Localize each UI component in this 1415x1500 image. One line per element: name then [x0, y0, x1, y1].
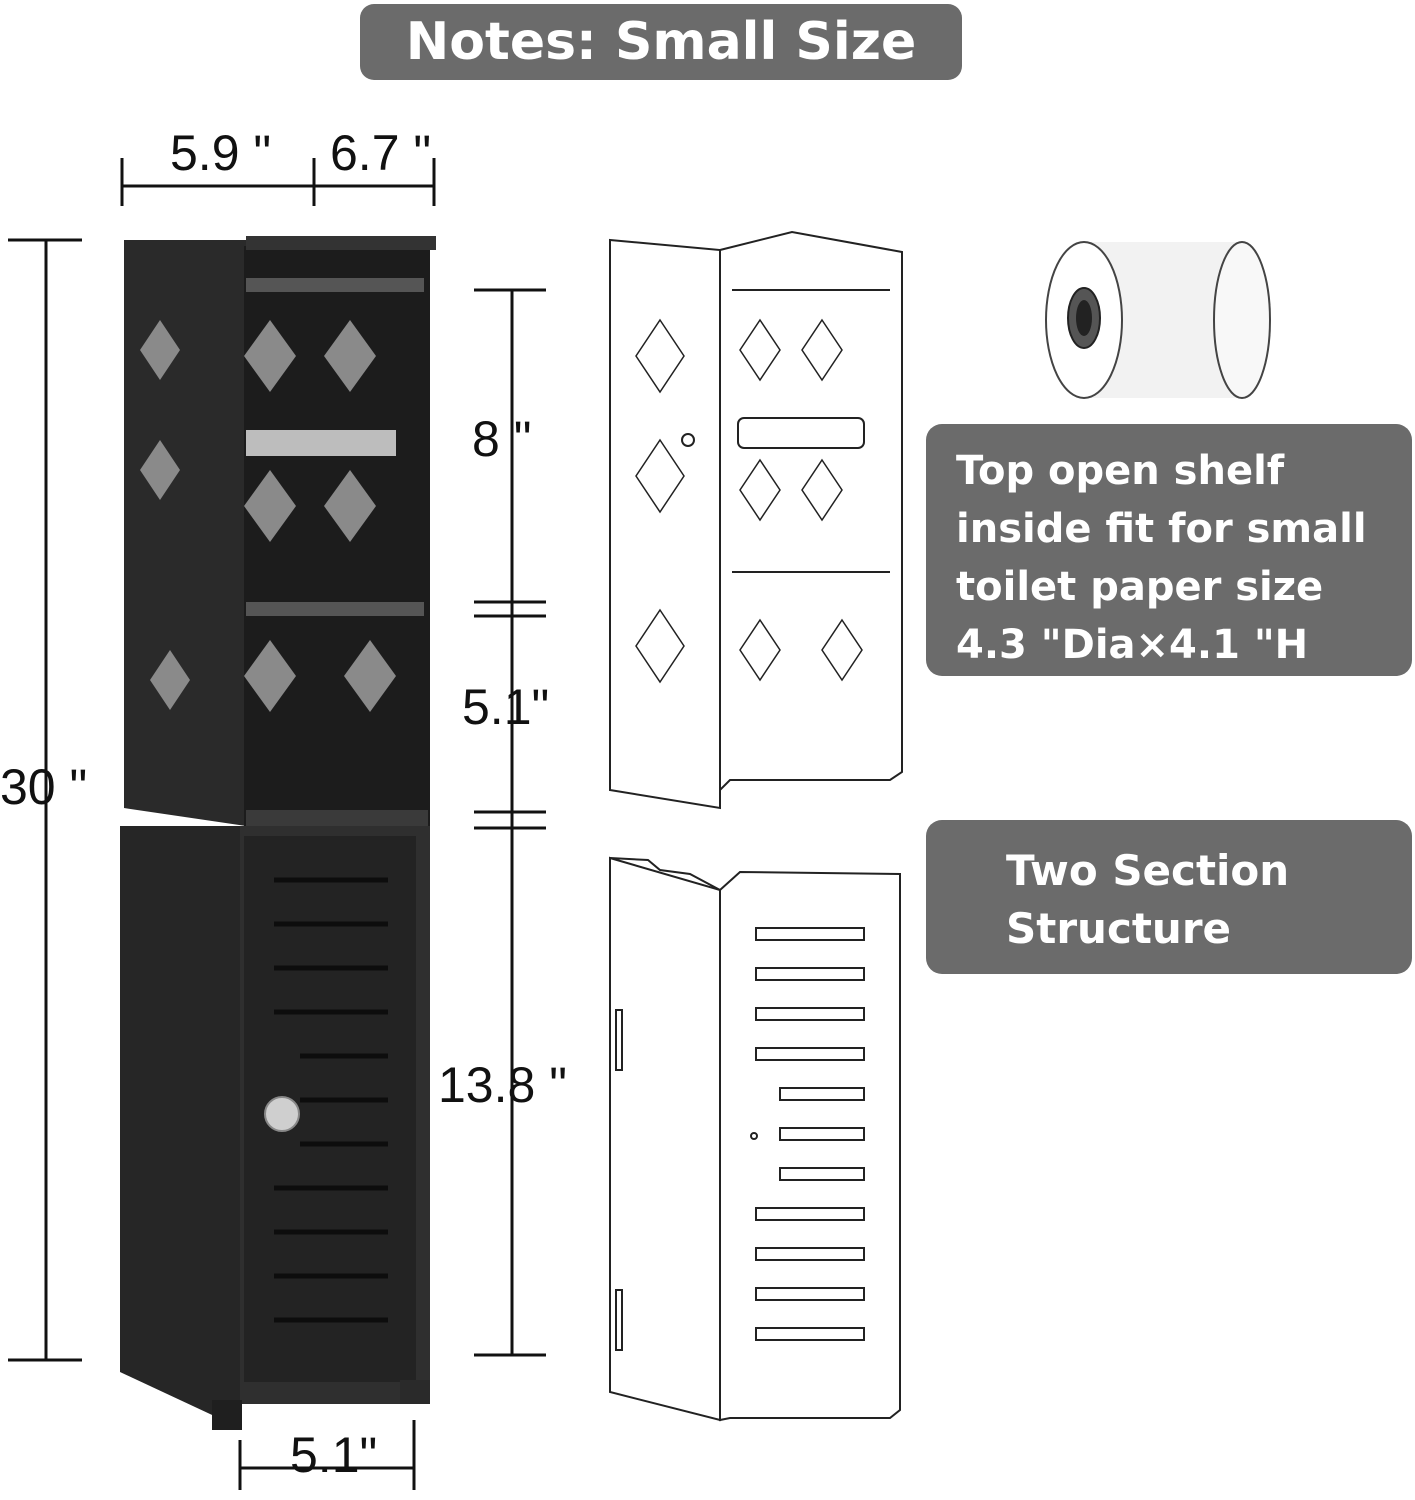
shelf-note-line: toilet paper size [956, 564, 1324, 610]
depth-label: 5.9 " [170, 125, 272, 181]
shelf-note-line: Top open shelf [956, 448, 1285, 494]
cabinet-photo [120, 236, 436, 1430]
structure-note: Two Section Structure [926, 820, 1412, 974]
bottom-section-diagram [609, 856, 901, 1422]
top-section-diagram [609, 230, 903, 810]
cabinet-height-label: 13.8 " [438, 1057, 567, 1113]
shelf-middle-label: 5.1" [462, 679, 550, 735]
height-total-label: 30 " [0, 759, 88, 815]
width-top-label: 6.7 " [330, 125, 432, 181]
shelf-note-line: 4.3 "Dia×4.1 "H [956, 622, 1309, 668]
dimension-lines [8, 158, 546, 1490]
toilet-paper-roll-icon [1045, 241, 1271, 399]
width-bottom-label: 5.1" [290, 1427, 378, 1483]
shelf-top-label: 8 " [472, 411, 532, 467]
structure-note-line: Structure [1006, 904, 1232, 953]
shelf-note: Top open shelf inside fit for small toil… [926, 424, 1412, 676]
structure-note-line: Two Section [1006, 846, 1290, 895]
page-title: Notes: Small Size [360, 4, 962, 80]
shelf-note-line: inside fit for small [956, 506, 1367, 552]
